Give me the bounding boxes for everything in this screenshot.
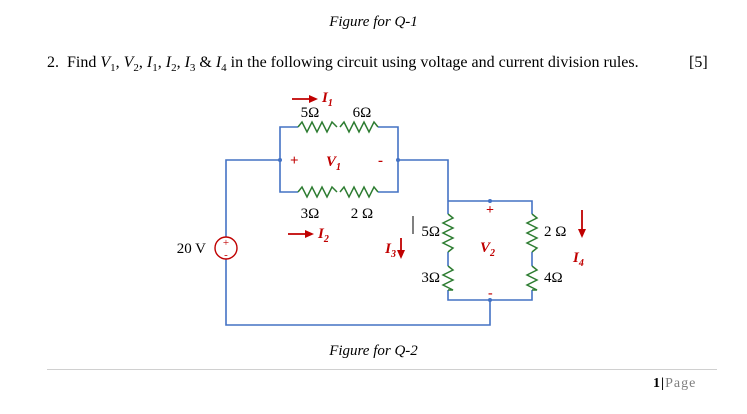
v1-minus: - <box>378 153 383 169</box>
resistor-5-top-icon <box>297 120 338 134</box>
source-minus: - <box>224 249 228 261</box>
i3-letter: I <box>384 241 392 257</box>
var-v1-sub: 1 <box>110 62 116 75</box>
footer-divider <box>47 369 717 370</box>
i4-label: I4 <box>572 250 584 269</box>
v2-subscript: 2 <box>489 248 495 259</box>
comma: , <box>138 54 143 71</box>
question-suffix: in the following circuit using voltage a… <box>230 54 639 71</box>
voltage-source-icon <box>214 236 238 260</box>
i2-subscript: 2 <box>323 234 329 245</box>
var-i1-sub: 1 <box>152 62 158 75</box>
comma: , <box>157 54 162 71</box>
v1-letter: V <box>326 154 338 170</box>
wire-lower-branch <box>279 160 399 193</box>
question-marks: [5] <box>689 54 708 71</box>
var-i4: I <box>215 54 222 71</box>
i1-label: I1 <box>321 90 333 109</box>
resistor-zigzags <box>297 120 539 291</box>
i1-subscript: 1 <box>328 98 333 109</box>
var-i4-sub: 4 <box>221 62 227 75</box>
resistor-4-far-icon <box>525 265 539 291</box>
v1-subscript: 1 <box>336 162 341 173</box>
resistor-3-mid-icon <box>297 185 338 199</box>
junctions <box>278 158 492 302</box>
var-v1: V <box>100 54 111 71</box>
label-r3-mid: 3Ω <box>301 206 320 222</box>
var-i1: I <box>146 54 153 71</box>
i3-arrowhead-icon <box>397 250 405 259</box>
label-r4-far: 4Ω <box>544 270 563 286</box>
question-prefix: Find <box>67 54 97 71</box>
ampersand: & <box>199 54 212 71</box>
i3-label: I3 <box>384 241 396 260</box>
v2-letter: V <box>480 240 492 256</box>
wire-left-top <box>225 159 280 244</box>
junction-bottom-right <box>488 298 492 302</box>
v1-plus: + <box>290 153 299 169</box>
comma: , <box>115 54 120 71</box>
figure-caption-q1: Figure for Q-1 <box>329 14 418 30</box>
page-separator: | <box>661 376 666 391</box>
page-number: 1 <box>653 376 661 391</box>
var-v2: V <box>123 54 134 71</box>
var-i3: I <box>184 54 190 71</box>
var-v2-sub: 2 <box>133 62 139 75</box>
page-word: Page <box>665 376 697 391</box>
resistor-2-far-icon <box>525 213 539 253</box>
label-r2-mid: 2 Ω <box>351 206 373 222</box>
label-r2-far: 2 Ω <box>544 224 566 240</box>
resistor-6-top-icon <box>339 120 379 134</box>
v2-plus: + <box>486 203 494 218</box>
resistor-5-right-icon <box>441 213 455 253</box>
circuit-wires <box>225 126 533 326</box>
source-plus: + <box>223 237 229 249</box>
figure-caption-q2: Figure for Q-2 <box>329 343 418 359</box>
var-i2: I <box>165 54 172 71</box>
label-r3-right: 3Ω <box>421 270 440 286</box>
label-r6-top: 6Ω <box>353 105 372 121</box>
i4-subscript: 4 <box>578 258 584 269</box>
v2-label: V2 <box>480 240 495 259</box>
var-i3-sub: 3 <box>189 62 196 75</box>
page-footer: 1|Page <box>653 376 696 392</box>
resistor-2-mid-icon <box>339 185 379 199</box>
question-2-text: 2. Find V1, V2, I1, I2, I3 & I4 in the f… <box>47 54 639 74</box>
var-i2-sub: 2 <box>171 62 177 75</box>
i2-label: I2 <box>317 226 329 245</box>
i4-letter: I <box>572 250 580 266</box>
question-number: 2. <box>47 54 59 71</box>
i3-subscript: 3 <box>390 249 396 260</box>
i2-arrowhead-icon <box>305 230 314 238</box>
comma: , <box>176 54 181 71</box>
resistor-3-right-icon <box>441 265 455 291</box>
wire-left-bottom <box>225 252 491 326</box>
v1-label: V1 <box>326 154 341 173</box>
label-r5-top: 5Ω <box>301 105 320 121</box>
wire-upper-branch <box>279 126 399 160</box>
i4-arrowhead-icon <box>578 229 586 238</box>
i1-arrowhead-icon <box>309 95 318 103</box>
label-r5-right: 5Ω <box>421 224 440 240</box>
junction-right <box>396 158 400 162</box>
junction-left <box>278 158 282 162</box>
v2-minus: - <box>488 286 493 301</box>
junction-top-right <box>488 199 492 203</box>
wire-to-right <box>398 159 449 201</box>
source-label: 20 V <box>177 241 206 257</box>
i2-letter: I <box>317 226 325 242</box>
i1-letter: I <box>321 90 329 106</box>
